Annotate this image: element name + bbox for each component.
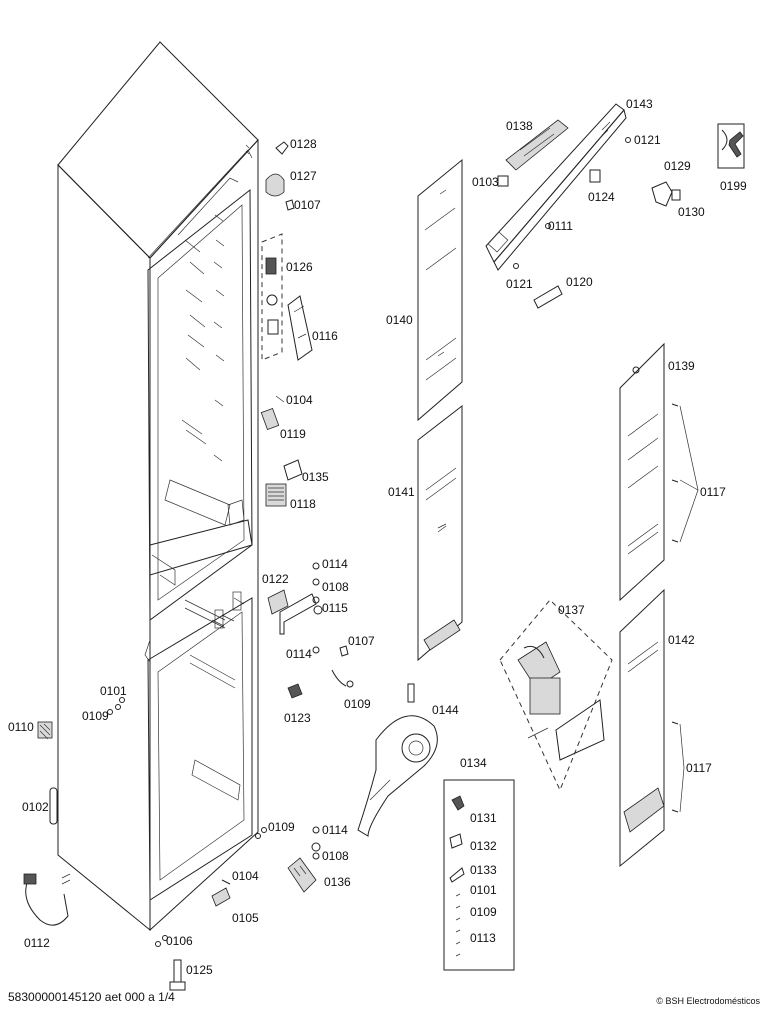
- label-0108: 0108: [322, 580, 349, 594]
- copyright-notice: © BSH Electrodomésticos: [656, 996, 760, 1006]
- label-0103: 0103: [472, 175, 499, 189]
- label-0131: 0131: [470, 811, 497, 825]
- label-0123: 0123: [284, 711, 311, 725]
- label-0109: 0109: [470, 905, 497, 919]
- label-0135: 0135: [302, 470, 329, 484]
- label-0142: 0142: [668, 633, 695, 647]
- part-0128-clip: [275, 141, 289, 155]
- label-0199: 0199: [720, 179, 747, 193]
- label-0134: 0134: [460, 756, 487, 770]
- part-0110-filter: [37, 721, 53, 740]
- label-0107: 0107: [294, 198, 321, 212]
- label-0130: 0130: [678, 205, 705, 219]
- label-0112: 0112: [24, 936, 50, 950]
- label-0109: 0109: [82, 709, 109, 723]
- fan-box-0137: [499, 599, 613, 792]
- label-0117: 0117: [686, 761, 712, 775]
- door-panel-0139: [619, 342, 665, 602]
- label-0129: 0129: [664, 159, 691, 173]
- label-0120: 0120: [566, 275, 593, 289]
- part-0123-bracket: [287, 683, 303, 699]
- label-0132: 0132: [470, 839, 497, 853]
- part-0102-rod: [49, 787, 58, 825]
- document-code: 58300000145120 aet 000 a 1/4: [8, 990, 175, 1004]
- part-0122-0115-hinge: [267, 562, 323, 635]
- label-0139: 0139: [668, 359, 695, 373]
- part-0135-0118-vent: [265, 459, 303, 507]
- part-0129-0130: [651, 181, 681, 207]
- label-0113: 0113: [470, 931, 496, 945]
- door-panel-0142: [619, 588, 665, 868]
- part-0124: [589, 169, 601, 183]
- part-0136-hinge-bottom: [287, 826, 321, 893]
- part-0101-0109-screws: [107, 697, 125, 715]
- label-0140: 0140: [386, 313, 413, 327]
- label-0106: 0106: [166, 934, 193, 948]
- label-0104: 0104: [286, 393, 313, 407]
- part-0127-hinge-cap: [265, 173, 285, 197]
- label-0109: 0109: [268, 820, 295, 834]
- label-0136: 0136: [324, 875, 351, 889]
- control-panel-0143: [485, 103, 627, 271]
- part-0120: [533, 285, 563, 309]
- label-0108: 0108: [322, 849, 349, 863]
- label-0114: 0114: [286, 647, 312, 661]
- label-0111: 0111: [548, 219, 573, 233]
- label-0128: 0128: [290, 137, 317, 151]
- label-0126: 0126: [286, 260, 313, 274]
- label-0110: 0110: [8, 720, 34, 734]
- part-0104-0119-switch: [260, 395, 285, 431]
- part-0117-clips: [671, 403, 699, 813]
- label-0133: 0133: [470, 863, 497, 877]
- label-0101: 0101: [470, 883, 497, 897]
- label-0127: 0127: [290, 169, 317, 183]
- kit-box-0134: [443, 779, 515, 971]
- part-0104-0105-foot: [211, 879, 231, 907]
- label-0114: 0114: [322, 823, 348, 837]
- label-0116: 0116: [312, 329, 338, 343]
- part-0121-screws: [513, 137, 631, 269]
- label-0115: 0115: [322, 601, 348, 615]
- part-0103: [497, 175, 509, 187]
- label-0119: 0119: [280, 427, 306, 441]
- display-0138: [505, 119, 569, 171]
- fan-housing-0144: [357, 683, 438, 837]
- label-0137: 0137: [558, 603, 585, 617]
- part-0116-lamp-cover: [287, 295, 313, 361]
- tool-icon-0199: [717, 123, 745, 169]
- label-0109: 0109: [344, 697, 371, 711]
- label-0118: 0118: [290, 497, 316, 511]
- door-panel-0141: [417, 404, 463, 662]
- label-0101: 0101: [100, 684, 127, 698]
- label-0104: 0104: [232, 869, 259, 883]
- label-0121: 0121: [634, 133, 661, 147]
- part-0112-power-cord: [23, 873, 71, 926]
- cabinet-body: [57, 41, 259, 932]
- label-0125: 0125: [186, 963, 213, 977]
- label-0138: 0138: [506, 119, 533, 133]
- label-0144: 0144: [432, 703, 459, 717]
- part-0109-screw-low: [255, 827, 267, 839]
- part-labels: 0128 0127 0107 0126 0116 0104 0119 0135 …: [8, 97, 747, 977]
- part-0126-lamp-holder: [261, 233, 283, 361]
- label-0107: 0107: [348, 634, 375, 648]
- label-0114: 0114: [322, 557, 348, 571]
- part-0107-screw-top: [285, 199, 295, 211]
- label-0117: 0117: [700, 485, 726, 499]
- label-0121: 0121: [506, 277, 533, 291]
- part-0114-0107-screws-mid: [312, 645, 354, 688]
- door-panel-0140: [417, 158, 463, 422]
- part-0106-0125-leveler: [155, 935, 186, 991]
- label-0124: 0124: [588, 190, 615, 204]
- label-0122: 0122: [262, 572, 289, 586]
- label-0143: 0143: [626, 97, 653, 111]
- label-0102: 0102: [22, 800, 49, 814]
- label-0141: 0141: [388, 485, 415, 499]
- label-0105: 0105: [232, 911, 259, 925]
